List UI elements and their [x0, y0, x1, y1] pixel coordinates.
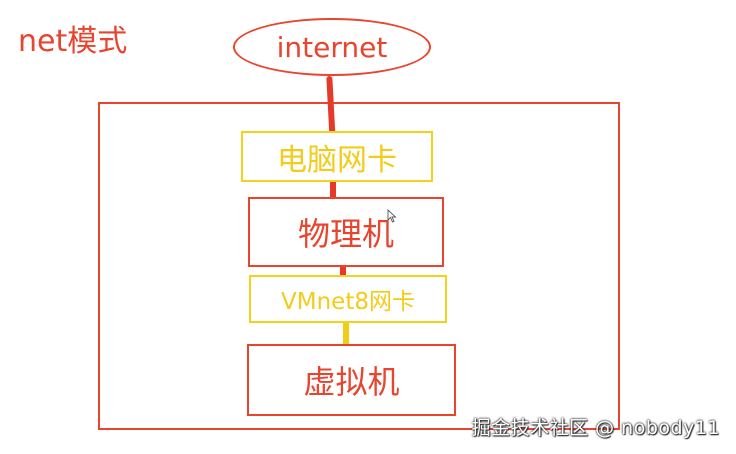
diagram-title: net模式 — [18, 24, 128, 59]
physical-machine-box: 物理机 — [248, 197, 444, 267]
watermark-text: 掘金技术社区 @ nobody11 — [471, 417, 720, 439]
host-boundary-box — [98, 102, 620, 430]
connector-nic-to-host — [330, 174, 336, 206]
computer-nic-box: 电脑网卡 — [241, 131, 433, 182]
mouse-pointer-icon — [387, 209, 397, 223]
internet-node: internet — [233, 18, 431, 76]
connector-host-to-vmnet — [340, 259, 346, 285]
virtual-machine-box: 虚拟机 — [247, 344, 456, 416]
connector-vmnet-to-vm — [343, 317, 349, 351]
vmnet8-nic-box: VMnet8网卡 — [249, 275, 447, 323]
